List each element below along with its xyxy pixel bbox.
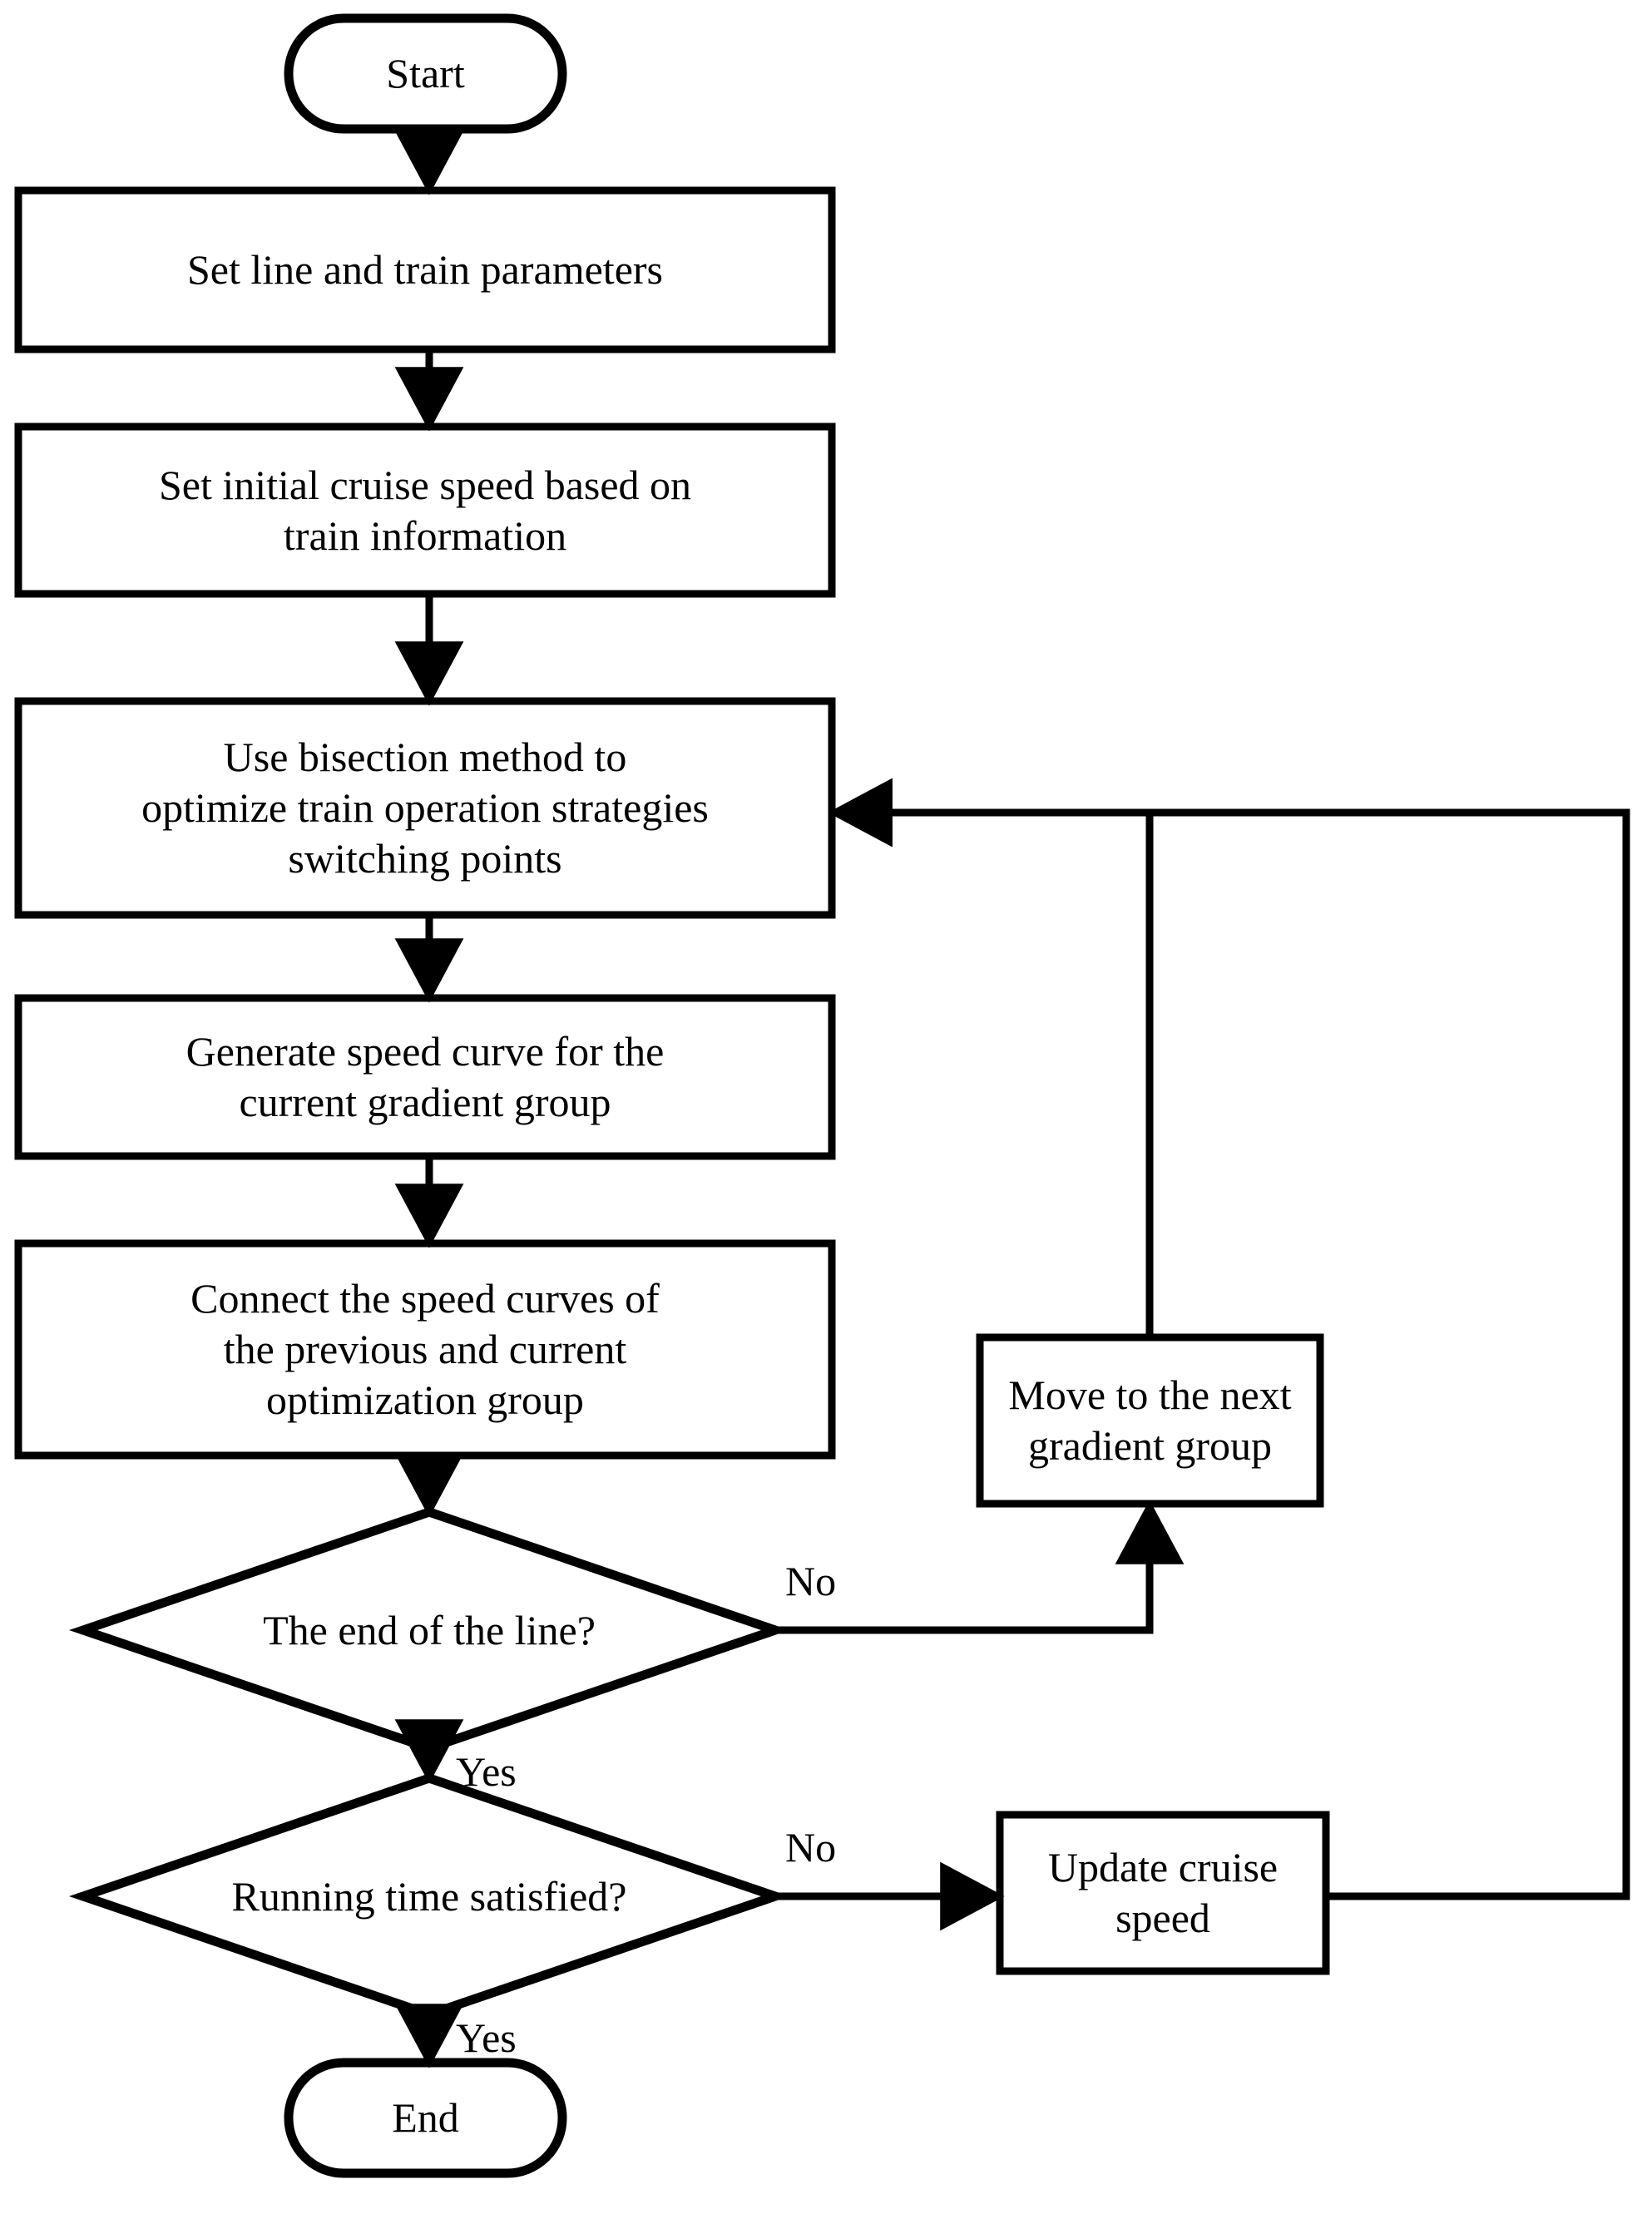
- node-shape-update-speed: [996, 1811, 1330, 1975]
- edge-end-of-line-no-to-move-next: [775, 1500, 1185, 1634]
- node-shape-end: [284, 2058, 567, 2178]
- edge-move-next-to-bisection: [828, 778, 1154, 1337]
- node-shape-connect-curves: [14, 1239, 836, 1460]
- edge-label-end-of-line-yes: Yes: [456, 1748, 517, 1795]
- node-shape-start: [284, 13, 567, 134]
- edge-update-speed-to-bisection: [828, 778, 1630, 1900]
- node-shape-move-next: [976, 1333, 1324, 1508]
- edge-label-running-time-yes: Yes: [456, 2014, 517, 2061]
- node-shape-running-time: [68, 1773, 790, 2019]
- edge-label-end-of-line-no: No: [785, 1558, 837, 1604]
- node-shape-generate-curve: [14, 994, 836, 1160]
- edge-label-running-time-no: No: [785, 1824, 837, 1871]
- node-shape-set-params: [14, 186, 836, 353]
- node-shape-set-cruise: [14, 423, 836, 598]
- node-shape-bisection: [14, 697, 836, 919]
- node-shape-end-of-line: [68, 1507, 790, 1753]
